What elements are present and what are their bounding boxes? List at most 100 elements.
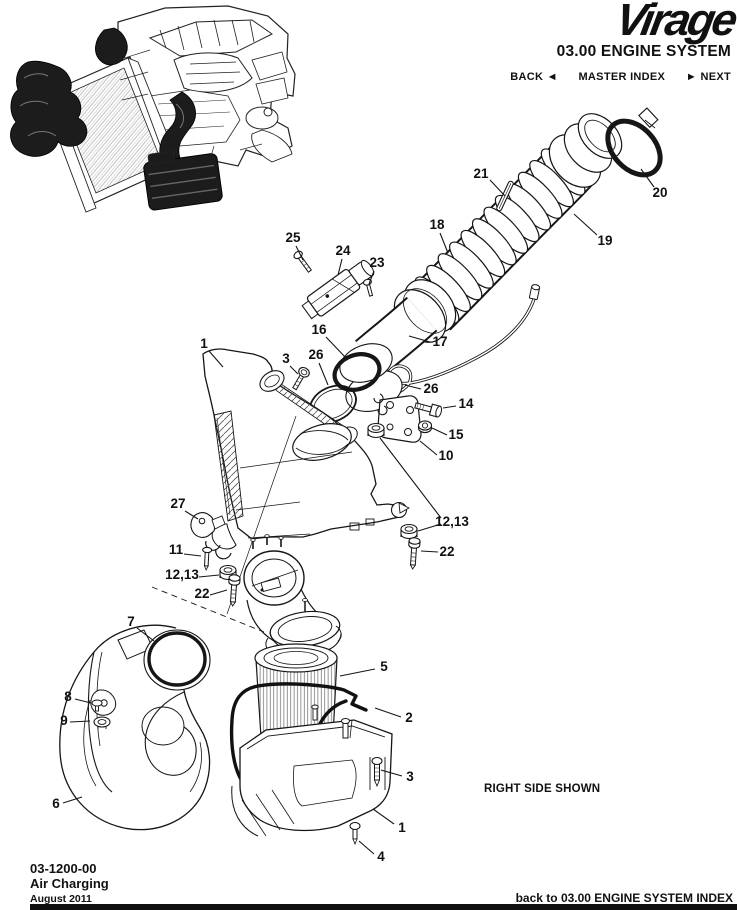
intake-duct-dark-left <box>10 60 88 157</box>
doc-info: 03-1200-00 Air Charging August 2011 <box>30 861 109 907</box>
index-back-link[interactable]: back to 03.00 ENGINE SYSTEM INDEX <box>515 891 733 905</box>
page-header: Virage 03.00 ENGINE SYSTEM BACK ◄ MASTER… <box>510 0 737 83</box>
callout-19: 19 <box>597 233 612 248</box>
leader-line-25 <box>295 245 304 261</box>
o-ring-16 <box>332 352 382 392</box>
next-arrow-icon[interactable]: ► <box>685 71 698 83</box>
callout-5: 5 <box>380 659 388 674</box>
leader-line-15 <box>431 427 448 436</box>
callout-6: 6 <box>52 796 60 811</box>
leader-line-22 <box>420 550 439 553</box>
nav-master-index-link[interactable]: MASTER INDEX <box>578 71 666 83</box>
leader-line-5 <box>339 668 376 677</box>
callout-20: 20 <box>652 185 667 200</box>
callout-22: 22 <box>439 544 454 559</box>
bolt-3-top <box>292 366 310 391</box>
callout-16: 16 <box>311 322 327 337</box>
callout-1: 1 <box>200 336 208 351</box>
leader-line-3 <box>289 365 299 375</box>
callout-27: 27 <box>170 496 185 511</box>
maf-sensor <box>293 250 375 320</box>
callout-9: 9 <box>60 713 68 728</box>
nav-back-link[interactable]: BACK <box>510 71 544 83</box>
leader-line-12,13 <box>379 437 442 519</box>
leader-line-11 <box>183 553 202 557</box>
back-arrow-icon[interactable]: ◄ <box>546 71 558 83</box>
callout-14: 14 <box>458 396 474 411</box>
callout-22: 22 <box>194 586 209 601</box>
intake-scroll-duct <box>59 624 211 831</box>
callout-12,13: 12,13 <box>435 514 469 529</box>
bolt-14 <box>414 402 443 418</box>
leader-line-8 <box>74 698 92 704</box>
leader-line-19 <box>573 213 598 236</box>
leader-line-16 <box>325 336 347 359</box>
leader-line-27 <box>184 510 199 520</box>
leader-line-1 <box>372 808 395 825</box>
engine-overview-illustration <box>10 5 296 213</box>
nut-15 <box>417 420 433 434</box>
leader-line-20 <box>640 168 655 188</box>
callout-3: 3 <box>282 351 290 366</box>
doc-number: 03-1200-00 <box>30 861 97 876</box>
screw-11 <box>202 546 213 571</box>
leader-line-23 <box>368 270 375 285</box>
o-ring-7 <box>147 631 207 687</box>
callout-26: 26 <box>308 347 324 362</box>
maf-screw <box>362 278 374 297</box>
maf-bolt <box>293 250 313 273</box>
callout-12,13: 12,13 <box>165 567 199 582</box>
section-title: 03.00 ENGINE SYSTEM <box>556 43 731 60</box>
airbox-upper-housing <box>202 348 410 655</box>
leader-line-26 <box>318 362 329 386</box>
hose-clamp <box>605 107 663 178</box>
callout-24: 24 <box>335 243 351 258</box>
bottom-rule <box>30 904 737 910</box>
airbox-dark <box>143 150 223 211</box>
callout-26: 26 <box>423 381 439 396</box>
callout-17: 17 <box>432 334 447 349</box>
callout-25: 25 <box>285 230 301 245</box>
callout-layer: 21201918252423161726261314151012,1322271… <box>52 166 667 864</box>
screw-4 <box>349 821 361 846</box>
callout-21: 21 <box>473 166 489 181</box>
callout-1: 1 <box>398 820 406 835</box>
callout-3: 3 <box>406 769 414 784</box>
grommet-9 <box>93 716 111 729</box>
intake-hose-assembly <box>355 107 663 376</box>
callout-15: 15 <box>448 427 464 442</box>
leader-line-10 <box>419 440 438 456</box>
leader-line-7 <box>136 627 155 642</box>
brand-logo: Virage <box>612 0 737 45</box>
nav-next-link[interactable]: NEXT <box>700 71 731 83</box>
assembly-axis-line <box>151 586 265 633</box>
leader-line-2 <box>374 707 402 718</box>
bolt-3-side <box>369 756 386 790</box>
view-note: RIGHT SIDE SHOWN <box>484 783 601 795</box>
callout-10: 10 <box>438 448 453 463</box>
leader-line-12,13 <box>417 523 442 532</box>
bracket-10-assembly <box>367 393 443 570</box>
callout-7: 7 <box>127 614 135 629</box>
callout-11: 11 <box>169 542 184 557</box>
airbox-lower-housing <box>231 704 393 846</box>
throttle-seals <box>309 343 403 424</box>
fastener-8 <box>91 699 103 712</box>
leader-line-14 <box>442 405 457 409</box>
leader-line-21 <box>489 179 506 197</box>
callout-23: 23 <box>369 255 385 270</box>
leader-line-1 <box>208 350 224 368</box>
leader-line-12,13 <box>198 574 220 578</box>
leader-line-4 <box>358 840 375 855</box>
leader-line-22 <box>209 589 228 596</box>
doc-date: August 2011 <box>30 893 92 905</box>
callout-4: 4 <box>377 849 385 864</box>
doc-title: Air Charging <box>30 876 109 891</box>
nav-bar: BACK ◄ MASTER INDEX ► NEXT <box>510 71 731 83</box>
leader-line-18 <box>439 232 449 254</box>
leader-line-9 <box>69 720 91 723</box>
callout-18: 18 <box>429 217 445 232</box>
leader-line-24 <box>337 258 343 276</box>
